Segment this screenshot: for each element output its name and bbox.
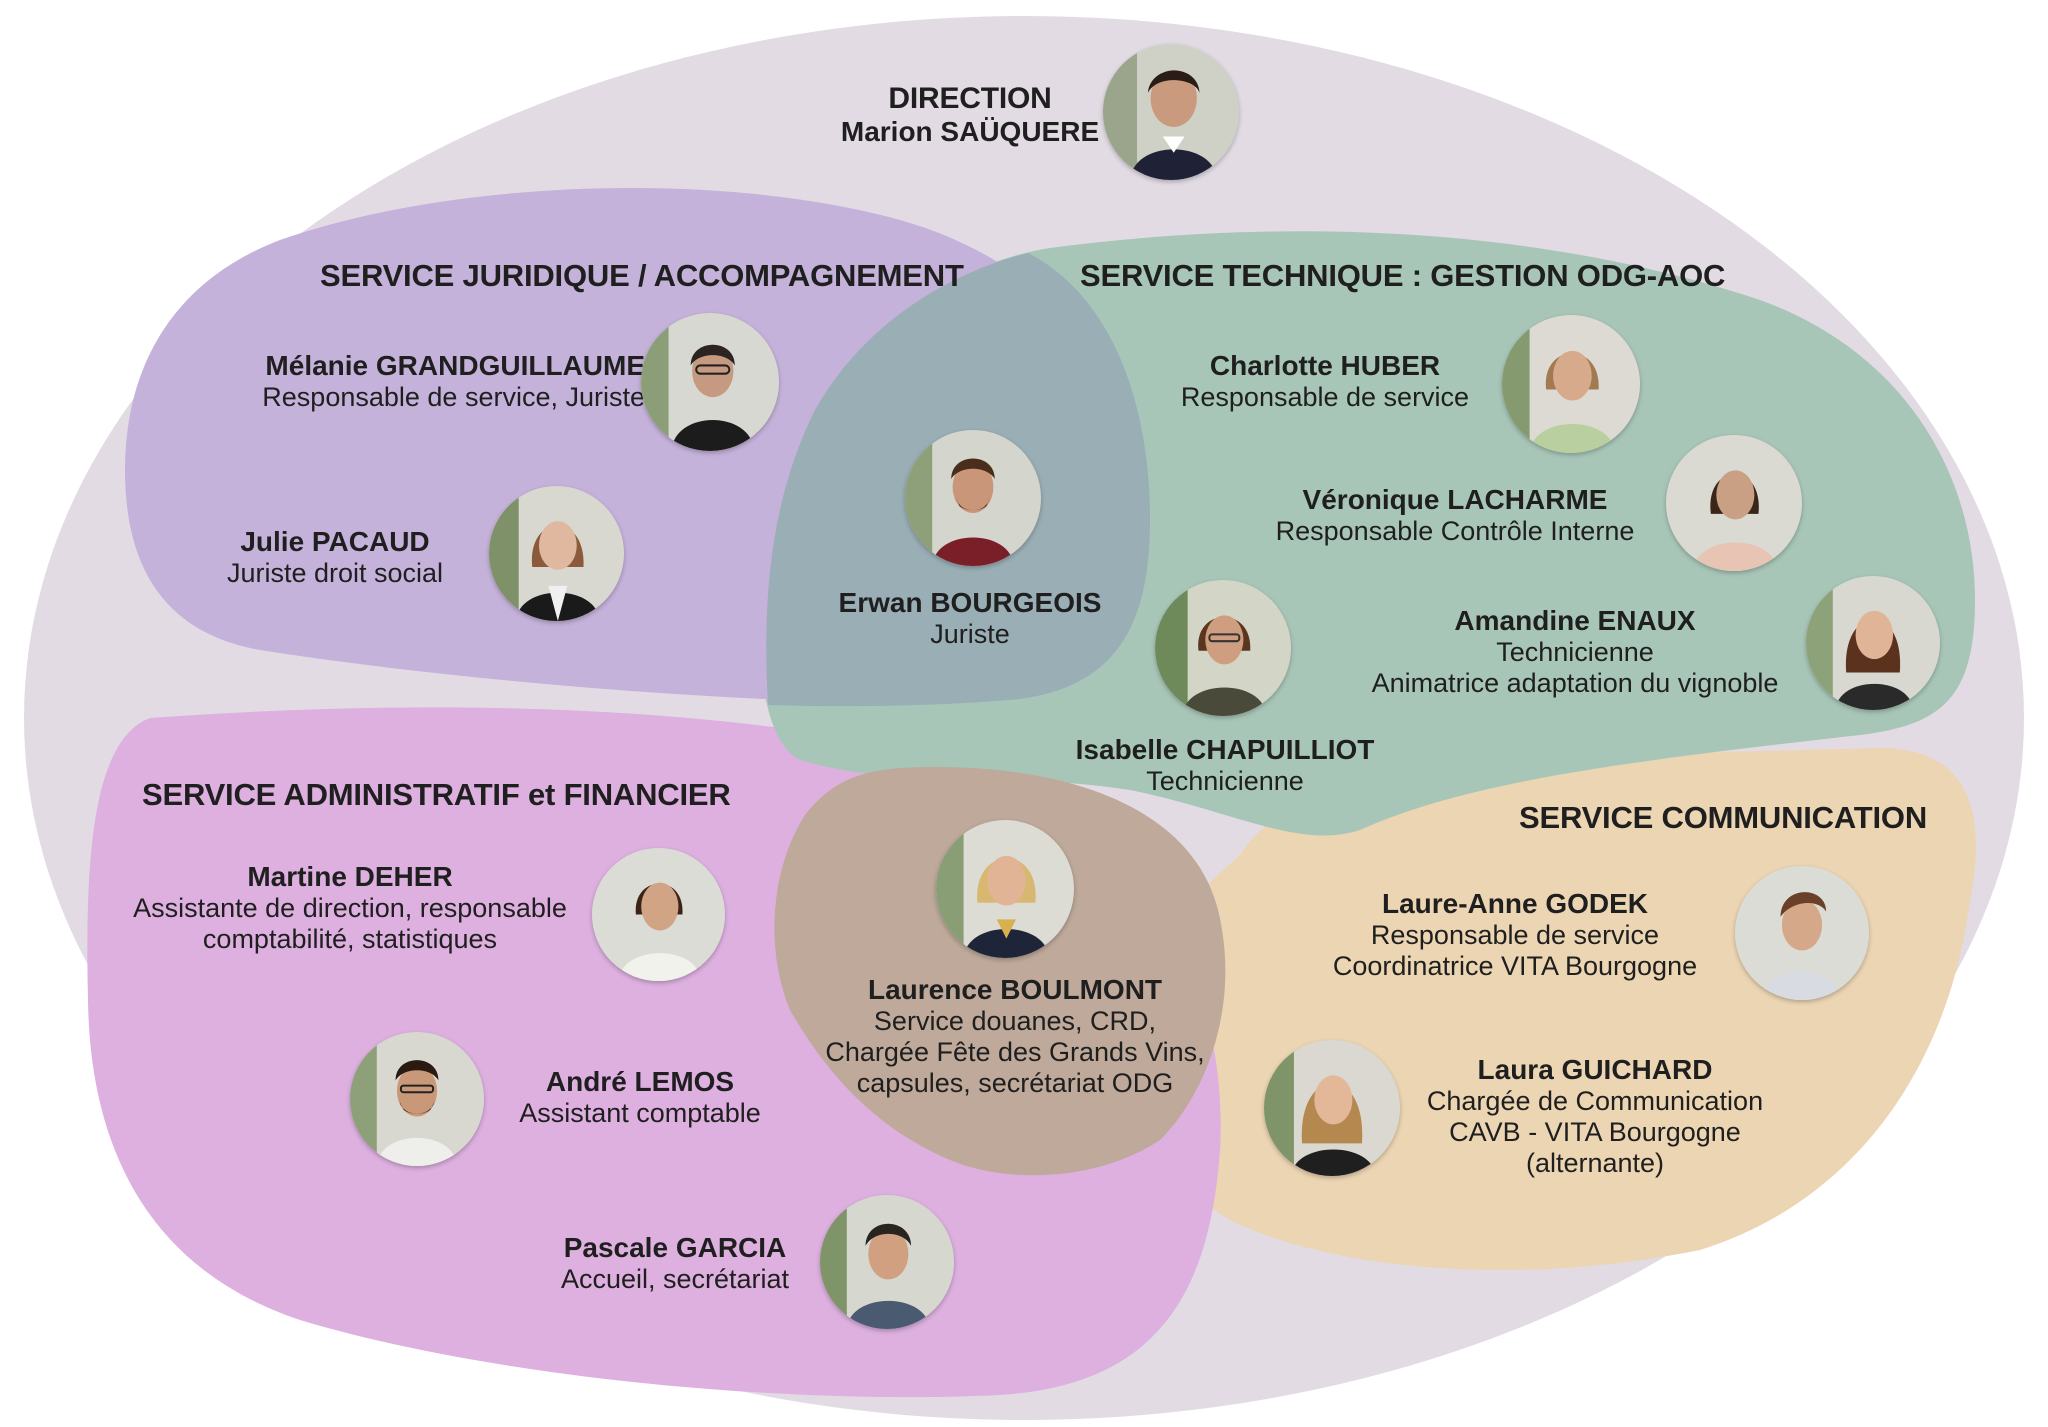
direction-name: Marion SAÜQUERE — [840, 116, 1100, 147]
title-juridique: SERVICE JURIDIQUE / ACCOMPAGNEMENT — [320, 258, 964, 293]
title-communication: SERVICE COMMUNICATION — [1519, 800, 1928, 835]
person-role: Coordinatrice VITA Bourgogne — [1332, 951, 1698, 981]
person-amandine: Amandine ENAUX Technicienne Animatrice a… — [1355, 605, 1795, 699]
person-andre: André LEMOS Assistant comptable — [500, 1066, 780, 1129]
person-role: Juriste — [930, 619, 1010, 649]
photo-charlotte — [1502, 315, 1640, 453]
person-role: Service douanes, CRD, — [873, 1006, 1157, 1036]
person-name: Pascale GARCIA — [563, 1232, 787, 1263]
photo-laurence — [936, 820, 1074, 958]
person-laurence: Laurence BOULMONT Service douanes, CRD, … — [820, 974, 1210, 1099]
photo-isabelle — [1155, 580, 1291, 716]
person-name: Charlotte HUBER — [1209, 350, 1441, 381]
person-role: Chargée de Communication — [1426, 1086, 1764, 1116]
person-role: Juriste droit social — [226, 558, 444, 588]
person-veronique: Véronique LACHARME Responsable Contrôle … — [1260, 484, 1650, 547]
person-erwan: Erwan BOURGEOIS Juriste — [825, 587, 1115, 650]
title-technique: SERVICE TECHNIQUE : GESTION ODG-AOC — [1080, 258, 1726, 293]
person-isabelle: Isabelle CHAPUILLIOT Technicienne — [1075, 734, 1375, 797]
person-name: Laurence BOULMONT — [867, 974, 1163, 1005]
photo-laureanne — [1735, 866, 1869, 1000]
photo-pascale — [820, 1195, 954, 1329]
photo-erwan — [905, 430, 1041, 566]
person-role: Responsable de service — [1180, 382, 1470, 412]
person-name: André LEMOS — [545, 1066, 735, 1097]
person-role: capsules, secrétariat ODG — [856, 1068, 1174, 1098]
photo-veronique — [1666, 435, 1802, 571]
person-melanie: Mélanie GRANDGUILLAUME Responsable de se… — [205, 350, 645, 413]
person-name: Erwan BOURGEOIS — [838, 587, 1102, 618]
title-administratif: SERVICE ADMINISTRATIF et FINANCIER — [142, 777, 731, 812]
photo-julie — [489, 486, 624, 621]
person-laura: Laura GUICHARD Chargée de Communication … — [1410, 1054, 1780, 1179]
direction-block: DIRECTION Marion SAÜQUERE — [820, 82, 1120, 147]
direction-title: DIRECTION — [888, 82, 1052, 115]
photo-martine — [592, 848, 725, 981]
photo-amandine — [1806, 576, 1940, 710]
person-pascale: Pascale GARCIA Accueil, secrétariat — [545, 1232, 805, 1295]
photo-andre — [350, 1032, 484, 1166]
region-douanes — [774, 767, 1226, 1176]
person-name: Julie PACAUD — [240, 526, 430, 557]
person-laureanne: Laure-Anne GODEK Responsable de service … — [1310, 888, 1720, 982]
person-name: Isabelle CHAPUILLIOT — [1075, 734, 1375, 765]
person-name: Laura GUICHARD — [1477, 1054, 1713, 1085]
person-julie: Julie PACAUD Juriste droit social — [190, 526, 480, 589]
person-name: Mélanie GRANDGUILLAUME — [265, 350, 645, 381]
person-role: Assistant comptable — [519, 1098, 761, 1128]
person-role: comptabilité, statistiques — [202, 924, 498, 954]
photo-laura — [1264, 1040, 1400, 1176]
person-role: Assistante de direction, responsable — [133, 893, 567, 923]
person-role: Animatrice adaptation du vignoble — [1371, 668, 1779, 698]
person-role: Technicienne — [1496, 637, 1654, 667]
person-charlotte: Charlotte HUBER Responsable de service — [1160, 350, 1490, 413]
person-role: (alternante) — [1525, 1148, 1665, 1178]
person-name: Laure-Anne GODEK — [1381, 888, 1649, 919]
photo-melanie — [641, 313, 779, 451]
person-role: Accueil, secrétariat — [560, 1264, 790, 1294]
person-name: Véronique LACHARME — [1302, 484, 1608, 515]
person-role: Technicienne — [1146, 766, 1304, 796]
photo-marion — [1103, 44, 1239, 180]
person-name: Martine DEHER — [247, 861, 453, 892]
person-role: CAVB - VITA Bourgogne — [1449, 1117, 1741, 1147]
person-role: Responsable de service, Juriste — [262, 382, 645, 412]
person-martine: Martine DEHER Assistante de direction, r… — [120, 861, 580, 955]
person-role: Responsable Contrôle Interne — [1275, 516, 1635, 546]
person-role: Chargée Fête des Grands Vins, — [825, 1037, 1205, 1067]
person-name: Amandine ENAUX — [1454, 605, 1696, 636]
person-role: Responsable de service — [1370, 920, 1660, 950]
